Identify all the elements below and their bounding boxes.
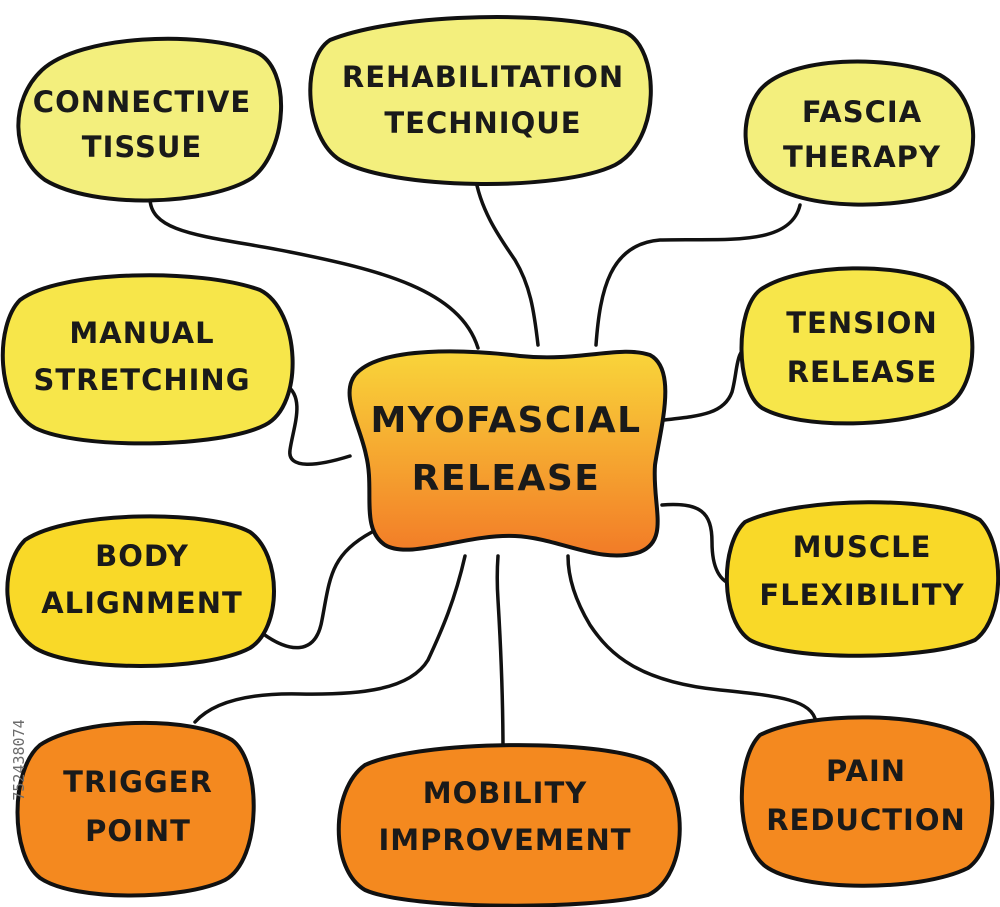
node-bubble-trigger-point[interactable]: [15, 720, 256, 898]
connector-rehabilitation-technique: [473, 173, 540, 347]
node-label-mobility-improvement-line1: MOBILITY: [423, 776, 587, 810]
connector-trigger-point: [193, 554, 467, 724]
connector-connective-tissue: [148, 196, 480, 350]
node-bubble-manual-stretching[interactable]: [0, 273, 295, 446]
node-label-rehabilitation-technique-line1: REHABILITATION: [342, 60, 624, 94]
node-bubble-body-alignment[interactable]: [5, 514, 276, 668]
node-bubble-connective-tissue[interactable]: [16, 36, 284, 203]
node-label-fascia-therapy-line2: THERAPY: [783, 140, 941, 174]
node-bubble-mobility-improvement[interactable]: [336, 743, 682, 907]
node-label-rehabilitation-technique-line2: TECHNIQUE: [384, 106, 581, 140]
node-bubble-rehabilitation-technique[interactable]: [308, 15, 653, 186]
node-label-muscle-flexibility-line1: MUSCLE: [793, 530, 932, 564]
node-bubble-tension-release[interactable]: [739, 266, 975, 426]
node-label-body-alignment-line1: BODY: [95, 539, 189, 573]
node-bubble-fascia-therapy[interactable]: [743, 59, 976, 207]
node-label-trigger-point-line2: POINT: [85, 814, 191, 848]
node-label-tension-release-line1: TENSION: [786, 306, 937, 340]
node-label-manual-stretching-line1: MANUAL: [69, 316, 214, 350]
node-label-connective-tissue-line2: TISSUE: [82, 130, 202, 164]
node-bubble-pain-reduction[interactable]: [739, 715, 995, 888]
connector-manual-stretching: [284, 383, 352, 466]
node-label-body-alignment-line2: ALIGNMENT: [41, 586, 243, 620]
stock-id-watermark: 752438074: [10, 719, 28, 800]
connector-pain-reduction: [566, 554, 818, 724]
node-label-pain-reduction-line1: PAIN: [826, 754, 906, 788]
connector-mobility-improvement: [495, 554, 505, 754]
node-label-pain-reduction-line2: REDUCTION: [766, 803, 966, 837]
connector-tension-release: [662, 343, 752, 422]
node-label-manual-stretching-line2: STRETCHING: [33, 363, 250, 397]
node-label-muscle-flexibility-line2: FLEXIBILITY: [759, 578, 964, 612]
node-label-connective-tissue-line1: CONNECTIVE: [33, 85, 251, 119]
node-label-trigger-point-line1: TRIGGER: [63, 765, 213, 799]
connector-muscle-flexibility: [660, 502, 736, 587]
node-bubble-muscle-flexibility[interactable]: [724, 500, 1000, 658]
center-label-line2: RELEASE: [412, 458, 601, 499]
center-label-line1: MYOFASCIAL: [370, 400, 641, 441]
node-label-tension-release-line2: RELEASE: [787, 355, 938, 389]
node-label-mobility-improvement-line2: IMPROVEMENT: [378, 823, 631, 857]
center-bubble[interactable]: [347, 349, 668, 558]
connector-fascia-therapy: [594, 203, 802, 347]
node-label-fascia-therapy-line1: FASCIA: [802, 95, 922, 129]
connector-body-alignment: [256, 530, 374, 650]
connector-lines: [148, 173, 818, 754]
